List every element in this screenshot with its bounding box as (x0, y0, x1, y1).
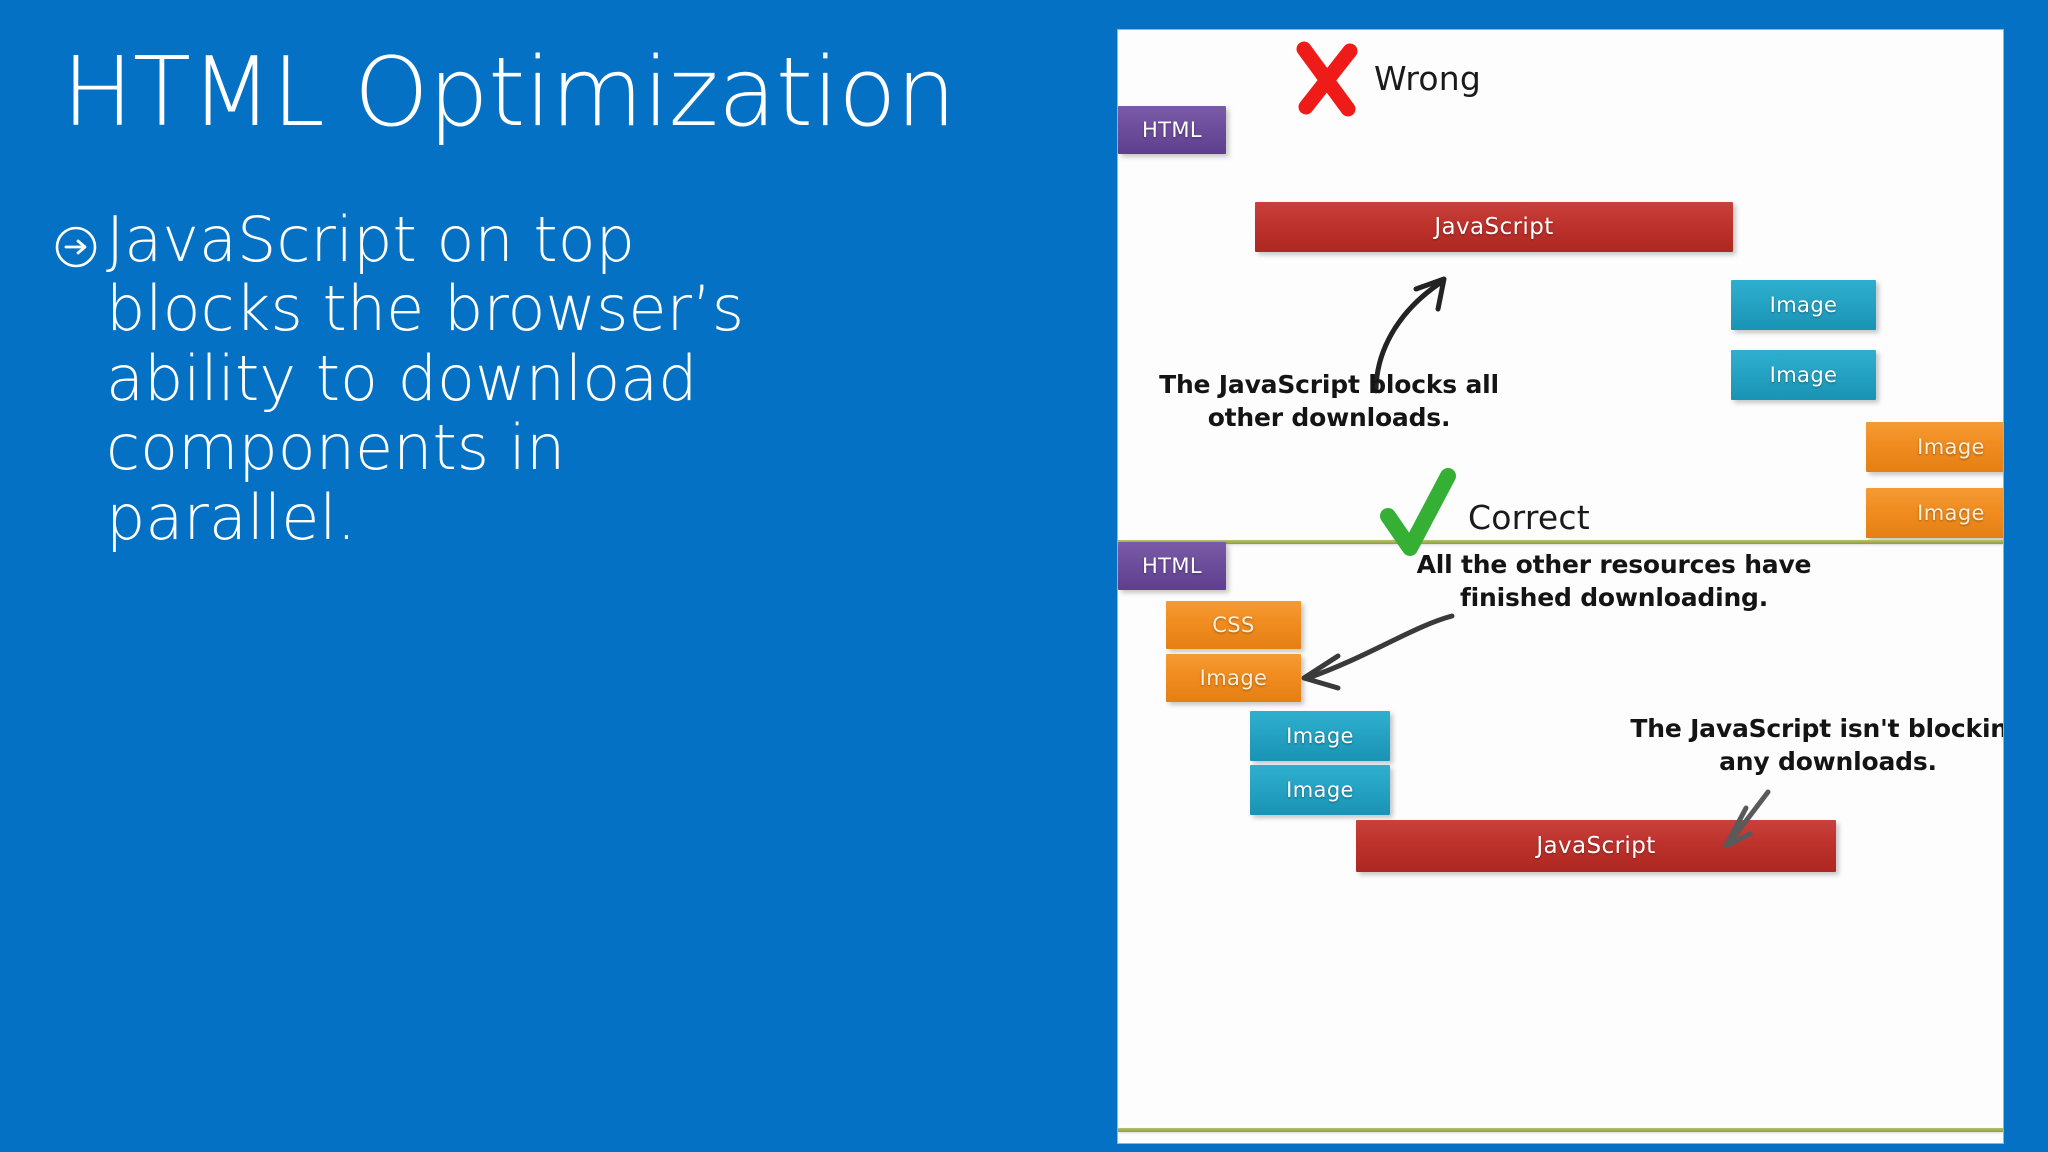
box-label: JavaScript (1536, 833, 1656, 859)
box-html-correct: HTML (1118, 542, 1226, 590)
box-label: Image (1917, 501, 1985, 525)
slide-text-column: HTML Optimization JavaScript on top bloc… (52, 38, 1062, 552)
annotation-correct-bottom: The JavaScript isn't blocking any downlo… (1630, 714, 2003, 776)
box-label: CSS (1212, 613, 1255, 637)
box-image-wrong-4: Image (1866, 488, 2003, 538)
wrong-mark-row: Wrong (1288, 35, 1481, 128)
box-label: Image (1769, 363, 1838, 387)
list-item: JavaScript on top blocks the browser’s a… (52, 205, 1062, 552)
box-css-correct: CSS (1166, 601, 1301, 649)
box-image-wrong-1: Image (1731, 280, 1876, 330)
box-javascript-correct: JavaScript (1356, 820, 1836, 872)
red-x-icon (1288, 35, 1366, 128)
curved-arrow-down-left-icon (1301, 613, 1455, 691)
green-check-icon (1378, 468, 1458, 565)
box-label: JavaScript (1434, 214, 1554, 240)
wrong-label: Wrong (1374, 59, 1482, 98)
box-label: HTML (1141, 554, 1203, 578)
circled-arrow-right-icon (52, 223, 100, 271)
short-arrow-down-left-icon (1723, 789, 1771, 849)
correct-label: Correct (1468, 498, 1590, 537)
box-label: Image (1917, 435, 1985, 459)
box-image-correct-3: Image (1250, 765, 1390, 815)
annotation-wrong: The JavaScript blocks all other download… (1159, 370, 1499, 432)
curved-arrow-up-right-icon (1373, 276, 1447, 394)
box-image-wrong-3: Image (1866, 422, 2003, 472)
section-divider-bottom (1118, 1128, 2003, 1132)
list-item-label: JavaScript on top blocks the browser’s a… (106, 203, 745, 554)
box-label: HTML (1141, 118, 1203, 142)
section-divider-top (1118, 540, 2003, 544)
page-title: HTML Optimization (62, 38, 956, 148)
box-label: Image (1286, 724, 1354, 748)
box-label: Image (1286, 778, 1354, 802)
box-label: Image (1199, 666, 1268, 690)
box-javascript-wrong: JavaScript (1255, 202, 1733, 252)
box-image-wrong-2: Image (1731, 350, 1876, 400)
correct-mark-row: Correct (1378, 468, 1590, 565)
annotation-correct-top: All the other resources have finished do… (1416, 550, 1812, 612)
diagram-image: Wrong HTML JavaScript Image Image Image … (1118, 30, 2003, 1143)
box-html-wrong: HTML (1118, 106, 1226, 154)
box-label: Image (1769, 293, 1838, 317)
box-image-correct-2: Image (1250, 711, 1390, 761)
box-image-correct-1: Image (1166, 654, 1301, 702)
bullet-list: JavaScript on top blocks the browser’s a… (52, 205, 1062, 552)
